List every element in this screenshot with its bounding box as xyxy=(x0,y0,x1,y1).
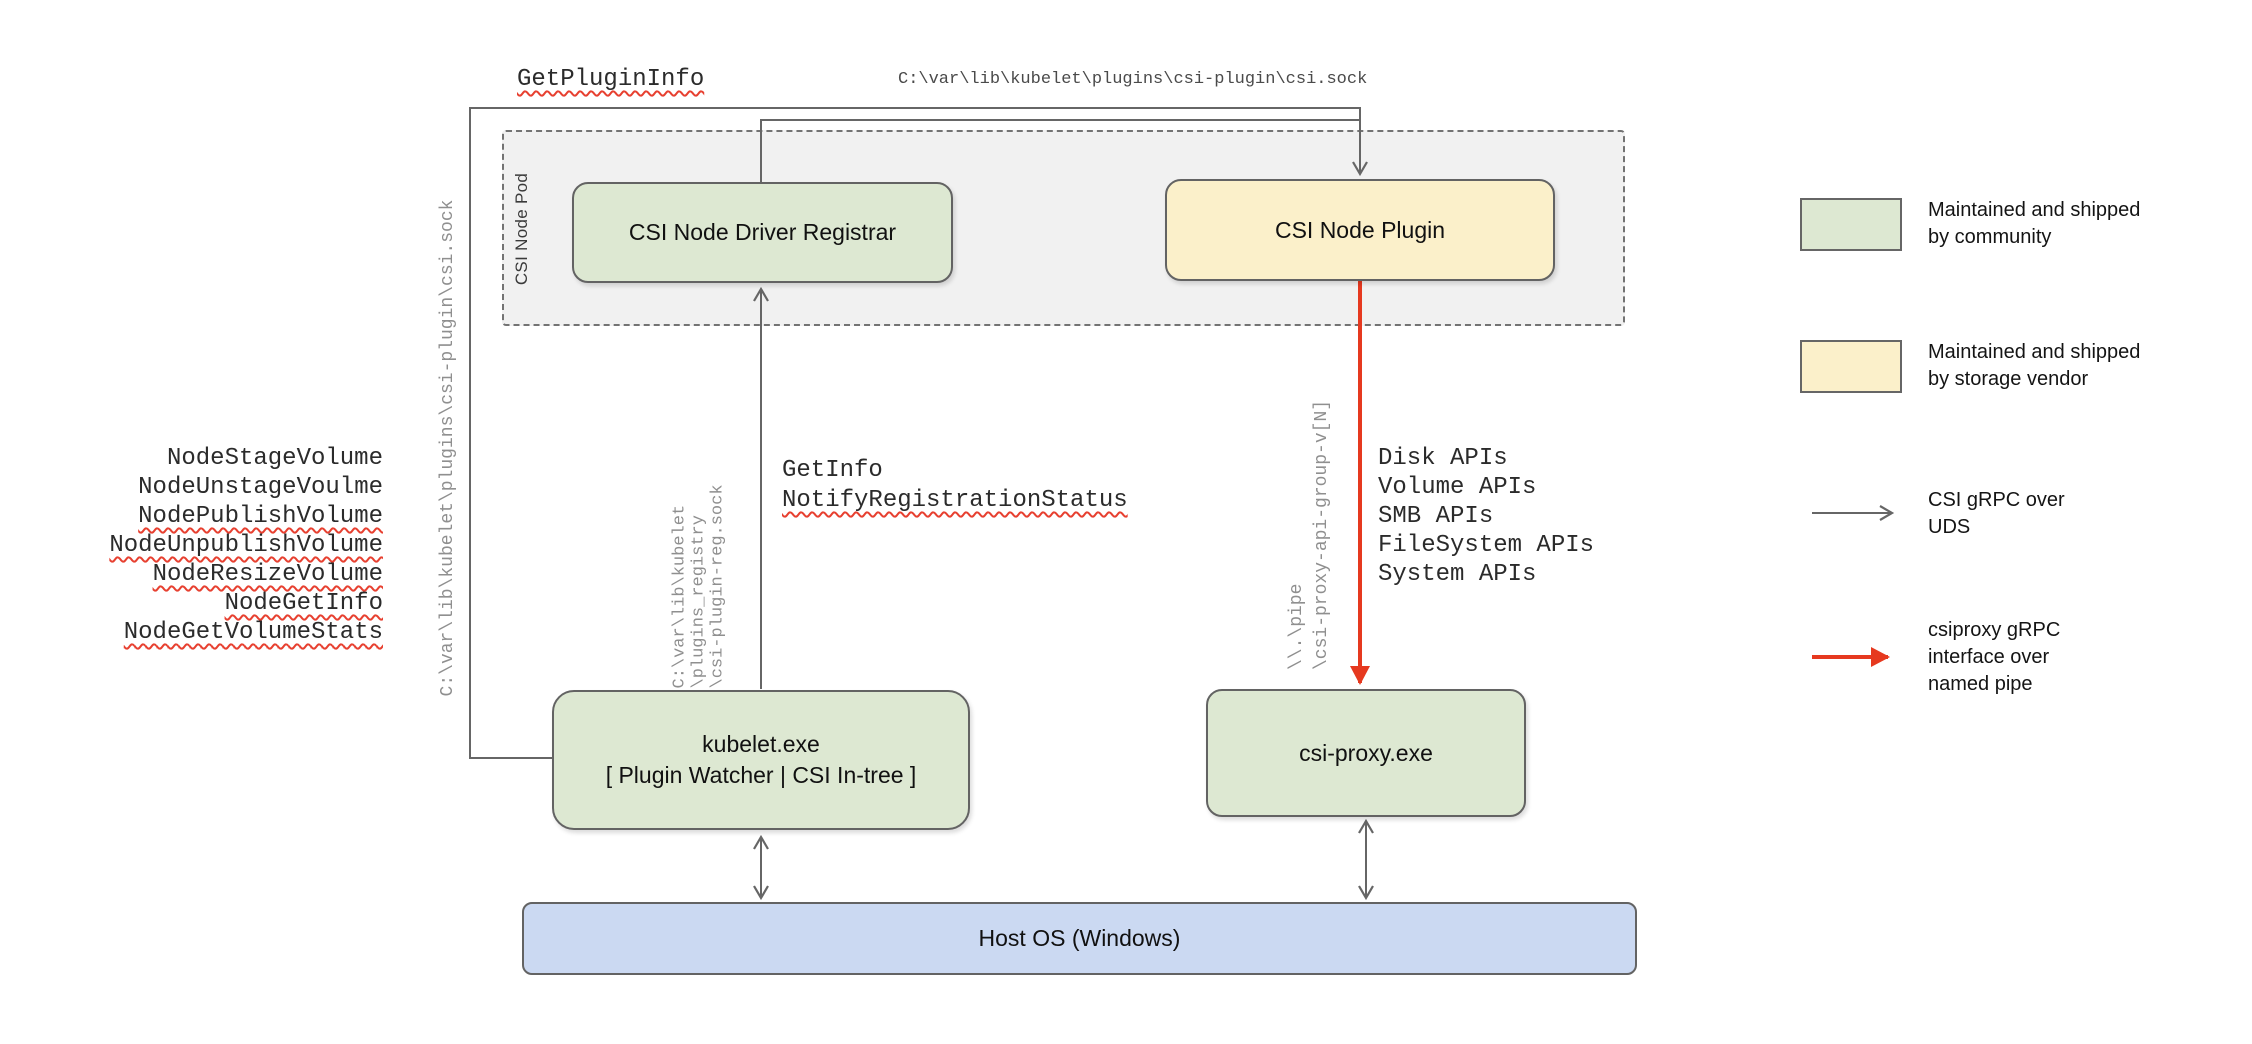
legend-community-label: Maintained and shipped by community xyxy=(1928,199,2141,248)
legend-vendor-label: Maintained and shipped by storage vendor xyxy=(1928,341,2141,390)
node-api-call-list: NodeStageVolume NodeUnstageVoulme NodePu… xyxy=(100,444,383,647)
windows-api-call: SMB APIs xyxy=(1378,503,1494,530)
pod-label: CSI Node Pod xyxy=(512,172,531,286)
node-api-call: NodePublishVolume xyxy=(138,503,383,530)
node-api-call: NodeResizeVolume xyxy=(152,561,383,588)
legend-vendor-swatch xyxy=(1800,340,1902,393)
kubelet-box: kubelet.exe [ Plugin Watcher | CSI In-tr… xyxy=(552,690,970,830)
csi-node-plugin-box: CSI Node Plugin xyxy=(1165,179,1555,281)
windows-api-call: Volume APIs xyxy=(1378,474,1537,501)
windows-api-call-list: Disk APIs Volume APIs SMB APIs FileSyste… xyxy=(1378,444,1594,589)
node-api-call: NodeUnpublishVolume xyxy=(109,532,383,559)
csi-proxy-box: csi-proxy.exe xyxy=(1206,689,1526,817)
node-api-call: NodeGetInfo xyxy=(224,590,383,617)
legend-csiproxy-grpc-label: csiproxy gRPC interface over named pipe xyxy=(1928,619,2061,695)
line-registrar-to-plugin-uds xyxy=(760,119,1359,183)
node-api-call: NodeGetVolumeStats xyxy=(123,619,383,646)
node-api-call: NodeUnstageVoulme xyxy=(138,474,383,501)
label-get-plugin-info: GetPluginInfo xyxy=(517,66,705,93)
windows-api-call: Disk APIs xyxy=(1378,445,1508,472)
host-os-box: Host OS (Windows) xyxy=(522,902,1637,975)
label-named-pipe-path: \\.\pipe \csi-proxy-api-group-v[N] xyxy=(1287,399,1332,670)
label-registry-sock-path: C:\var\lib\kubelet \plugins_registry \cs… xyxy=(670,484,728,689)
arrow-kubelet-to-plugin-uds xyxy=(469,107,1368,759)
label-notify-registration-status: NotifyRegistrationStatus xyxy=(782,487,1128,514)
label-top-sock-path: C:\var\lib\kubelet\plugins\csi-plugin\cs… xyxy=(898,70,1368,89)
node-api-call: NodeStageVolume xyxy=(166,445,383,472)
windows-api-call: FileSystem APIs xyxy=(1378,532,1595,559)
csi-node-driver-registrar-box: CSI Node Driver Registrar xyxy=(572,182,953,283)
label-get-info: GetInfo xyxy=(782,457,883,484)
windows-api-call: System APIs xyxy=(1378,561,1537,588)
label-left-sock-path: C:\var\lib\kubelet\plugins\csi-plugin\cs… xyxy=(438,199,458,697)
legend-csi-grpc-label: CSI gRPC over UDS xyxy=(1928,489,2065,538)
registration-call-list: GetInfo NotifyRegistrationStatus xyxy=(782,456,1128,516)
legend-community-swatch xyxy=(1800,198,1902,251)
